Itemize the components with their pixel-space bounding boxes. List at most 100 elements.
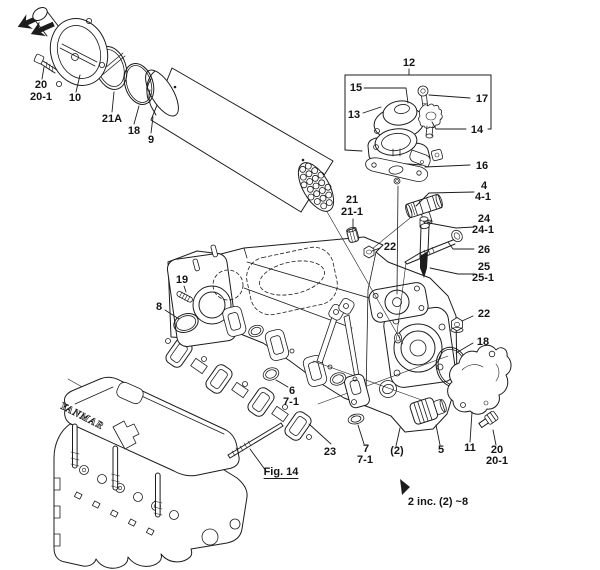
valve-train-detail (53, 465, 241, 547)
part-number-label: 13 (348, 109, 360, 121)
callout-10: 10 (69, 74, 81, 104)
part-number-label: 5 (438, 444, 444, 456)
part-number-label: 18 (477, 336, 489, 348)
leader-line (455, 342, 474, 354)
thermostat-housing-base-16 (365, 128, 444, 185)
leader-line (492, 429, 497, 446)
callout-qty-2: (2) (390, 427, 404, 457)
leader-line (363, 87, 409, 104)
cover-bolt-top (33, 53, 58, 74)
leader-line (41, 66, 45, 80)
drain-plug-5 (409, 397, 447, 425)
leader-line (150, 116, 154, 134)
leader-line (469, 411, 473, 443)
cylinder-head: YANMAR (53, 376, 248, 569)
callout-8: 8 (156, 301, 180, 320)
part-number-label: 24-1 (472, 224, 494, 236)
part-number-label: 15 (350, 82, 362, 94)
exhaust-ports (248, 324, 347, 387)
part-number-label: 21A (102, 113, 122, 125)
part-number-label: 4 (481, 180, 488, 192)
tube-bundle (299, 162, 333, 210)
leader-line (424, 164, 471, 168)
part-number-label: 19 (176, 274, 188, 286)
figure-reference: Fig. 14 (264, 466, 300, 478)
callout-26: 26 (447, 241, 490, 256)
callout-18-right: 18 (455, 336, 489, 354)
long-bolt-26 (404, 229, 463, 265)
leader-line (183, 285, 187, 293)
note-arrow-icon (400, 479, 410, 495)
leader-line (447, 241, 475, 250)
callout-19: 19 (176, 274, 188, 293)
callout-21A: 21A (102, 91, 122, 125)
port-seal-6 (262, 367, 280, 381)
leader-line (75, 74, 81, 93)
part-number-label: 21 (346, 194, 358, 206)
part-number-label: 18 (128, 125, 140, 137)
leader-line (371, 247, 381, 252)
part-number-label: 9 (148, 134, 154, 146)
thermostat-14 (418, 103, 443, 139)
callout-14: 14 (431, 121, 492, 136)
part-number-label: 26 (478, 244, 490, 256)
cover-bolt-bottom (478, 410, 499, 429)
callout-22-left: 22 (371, 241, 396, 253)
part-number-label: 20-1 (486, 455, 508, 467)
leader-line (428, 222, 475, 229)
callout-5: 5 (435, 424, 444, 456)
part-number-label: 7-1 (283, 396, 299, 408)
leader-line (461, 315, 474, 322)
head-studs (70, 423, 163, 518)
callout-15: 15 (350, 82, 409, 104)
callout-9: 9 (148, 116, 154, 146)
leader-line (308, 423, 332, 445)
assembly-line-fitting (371, 213, 416, 250)
part-number-label: 14 (471, 124, 484, 136)
cover-cap-15 (382, 100, 418, 126)
drain-boss (379, 380, 397, 398)
nut-22-right (450, 317, 464, 333)
callout-22-right: 22 (461, 308, 490, 322)
part-number-label: 24 (478, 213, 491, 225)
assembly-line-core (321, 202, 404, 345)
callout-4: 44-1 (415, 180, 491, 207)
joint-sleeve-24 (419, 216, 429, 230)
heat-exchanger-core (145, 67, 335, 213)
callout-23: 23 (308, 423, 336, 458)
part-number-label: 20 (491, 444, 503, 456)
callout-13: 13 (348, 106, 382, 121)
leader-line (428, 94, 471, 99)
stud-19 (176, 291, 193, 303)
part-number-label: 20 (35, 79, 47, 91)
o-ring-18-left (123, 63, 155, 105)
quantity-note: 2 inc. (2) ~8 (408, 496, 468, 508)
support-bracket (316, 298, 370, 409)
callout-6: 67-1 (275, 379, 299, 408)
assembly-line-plug (312, 360, 431, 404)
callout-17: 17 (428, 93, 488, 105)
part-number-label: 17 (476, 93, 488, 105)
assembly-bracket-12 (344, 74, 492, 152)
o-ring-8 (173, 313, 199, 333)
leader-line (395, 427, 401, 447)
breather-plate (112, 420, 140, 450)
part-number-label: 10 (69, 92, 81, 104)
part-number-label: 25-1 (472, 272, 494, 284)
side-cover-11 (447, 344, 512, 415)
part-number-label: 22 (384, 241, 396, 253)
valve-cover (63, 376, 240, 477)
plug-cap-21 (346, 226, 360, 243)
leader-line (164, 309, 180, 320)
assembly-line-cover (317, 355, 449, 405)
fig-ref-leader (249, 448, 267, 472)
part-number-label: 23 (324, 446, 336, 458)
leader-line (111, 91, 115, 113)
